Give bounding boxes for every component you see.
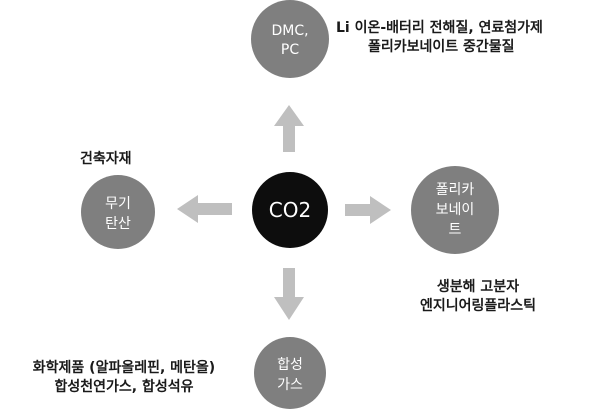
left-node <box>81 175 155 249</box>
center-node <box>252 172 328 248</box>
left-annotation-line-1: 건축자재 <box>80 151 132 167</box>
top-node-label-2: PC <box>281 42 299 58</box>
bottom-node-label-2: 가스 <box>277 377 303 393</box>
right-annotation-line-2: 엔지니어링플라스틱 <box>420 298 536 314</box>
right-node-label-3: 트 <box>449 222 462 238</box>
bottom-annotation-line-1: 화학제품 (알파올레핀, 메탄올) <box>32 360 216 376</box>
arrow-right <box>345 196 391 224</box>
right-node-label-2: 보네이 <box>436 202 475 218</box>
arrow-up <box>274 105 304 152</box>
right-node-label-1: 폴리카 <box>436 182 475 198</box>
right-annotation: 생분해 고분자 엔지니어링플라스틱 <box>398 278 558 316</box>
top-annotation-line-1: Li 이온-배터리 전해질, 연료첨가제 <box>336 20 543 36</box>
right-annotation-line-1: 생분해 고분자 <box>436 279 520 295</box>
top-node-label-1: DMC, <box>271 23 308 39</box>
left-annotation: 건축자재 <box>80 150 132 169</box>
center-label: CO2 <box>269 198 311 222</box>
left-node-label-1: 무기 <box>105 196 131 212</box>
top-annotation: Li 이온-배터리 전해질, 연료첨가제 폴리카보네이트 중간물질 <box>336 19 543 57</box>
bottom-annotation-line-2: 합성천연가스, 합성석유 <box>54 379 194 395</box>
top-annotation-line-2: 폴리카보네이트 중간물질 <box>368 39 515 55</box>
right-node <box>411 166 499 254</box>
arrow-left <box>177 195 232 223</box>
bottom-node <box>254 337 326 409</box>
bottom-node-label-1: 합성 <box>277 357 303 373</box>
left-node-label-2: 탄산 <box>105 216 131 232</box>
arrow-down <box>274 268 304 320</box>
bottom-annotation: 화학제품 (알파올레핀, 메탄올) 합성천연가스, 합성석유 <box>8 359 240 397</box>
top-node <box>251 0 329 78</box>
